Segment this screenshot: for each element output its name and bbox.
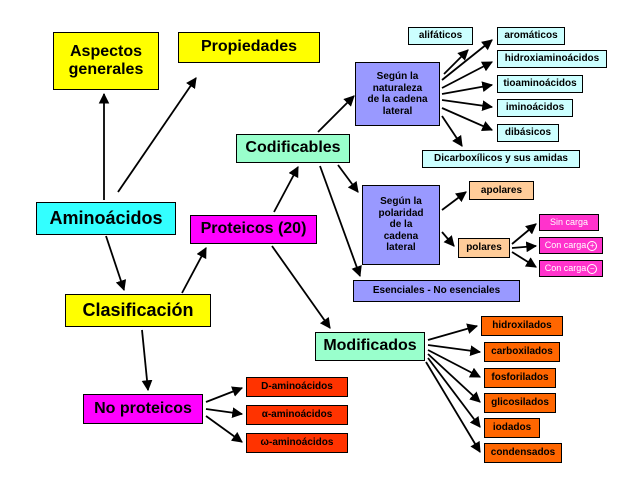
node-no-proteicos: No proteicos bbox=[83, 394, 203, 424]
arrow-naturaleza-to-dibasicos bbox=[441, 107, 493, 132]
node-sin-carga: Sin carga bbox=[539, 214, 599, 231]
arrow-no-proteicos-to-alpha bbox=[205, 407, 244, 419]
sin-carga-label: Sin carga bbox=[549, 217, 589, 228]
arrow-polaridad-to-polares bbox=[441, 231, 455, 247]
arrow-codificables-to-naturaleza bbox=[317, 95, 355, 133]
node-fosforilados: fosforilados bbox=[484, 368, 556, 388]
node-polaridad-cadena: Según la polaridad de la cadena lateral bbox=[362, 185, 440, 265]
minus-circle-icon: − bbox=[587, 263, 598, 274]
arrow-polares-to-con-carga-neg bbox=[511, 251, 537, 268]
node-polares: polares bbox=[458, 238, 510, 258]
arrow-modificados-to-iodados bbox=[427, 357, 481, 428]
node-glicosilados: glicosilados bbox=[484, 393, 556, 413]
node-naturaleza-cadena: Según la naturaleza de la cadena lateral bbox=[355, 62, 440, 126]
node-carboxilados: carboxilados bbox=[484, 342, 560, 362]
node-omega-aminoacidos: ω-aminoácidos bbox=[246, 433, 348, 453]
node-tioaminoacidos: tioaminoácidos bbox=[497, 75, 583, 93]
node-clasificacion: Clasificación bbox=[65, 294, 211, 327]
con-carga-neg-label: Con carga bbox=[544, 263, 587, 274]
node-alifaticos: alifáticos bbox=[408, 27, 473, 45]
arrow-modificados-to-fosforilados bbox=[427, 349, 481, 378]
arrow-codificables-to-polaridad bbox=[337, 164, 359, 193]
node-dibasicos: dibásicos bbox=[497, 124, 559, 142]
arrow-polaridad-to-apolares bbox=[441, 191, 467, 211]
arrow-proteicos-to-codificables bbox=[273, 166, 299, 213]
con-carga-pos-label: Con carga bbox=[544, 240, 587, 251]
arrow-naturaleza-to-alifaticos bbox=[443, 49, 469, 75]
arrow-naturaleza-to-dicarboxilicos bbox=[441, 115, 463, 147]
node-codificables: Codificables bbox=[236, 134, 350, 163]
node-hidroxiaminoacidos: hidroxiaminoácidos bbox=[497, 50, 607, 68]
node-alpha-aminoacidos: α-aminoácidos bbox=[246, 405, 348, 425]
plus-circle-icon: + bbox=[587, 240, 598, 251]
node-dicarboxilicos: Dicarboxílicos y sus amidas bbox=[422, 150, 580, 168]
arrow-naturaleza-to-tio bbox=[441, 81, 494, 95]
arrow-modificados-to-carboxilados bbox=[427, 344, 482, 357]
node-propiedades: Propiedades bbox=[178, 32, 320, 63]
arrow-proteicos-to-modificados bbox=[271, 245, 331, 329]
node-hidroxilados: hidroxilados bbox=[481, 316, 563, 336]
arrow-modificados-to-hidroxilados bbox=[427, 323, 479, 341]
arrow-no-proteicos-to-omega bbox=[205, 415, 243, 443]
arrow-aminoacidos-to-propiedades bbox=[117, 77, 197, 193]
arrow-no-proteicos-to-d bbox=[205, 386, 244, 403]
arrow-modificados-to-condensados bbox=[425, 361, 481, 453]
node-aromaticos: aromáticos bbox=[497, 27, 565, 45]
arrow-naturaleza-to-aromaticos bbox=[441, 39, 493, 81]
node-iminoacidos: iminoácidos bbox=[497, 99, 573, 117]
node-apolares: apolares bbox=[469, 181, 534, 200]
arrow-modificados-to-glicosilados bbox=[427, 353, 481, 403]
arrow-clasificacion-to-proteicos bbox=[181, 247, 207, 294]
arrow-naturaleza-to-hidroxi bbox=[441, 61, 493, 89]
node-iodados: iodados bbox=[484, 418, 540, 438]
node-d-aminoacidos: D-aminoácidos bbox=[246, 377, 348, 397]
node-modificados: Modificados bbox=[315, 332, 425, 361]
node-condensados: condensados bbox=[484, 443, 562, 463]
arrow-codificables-to-esenciales bbox=[319, 165, 362, 278]
arrow-clasificacion-to-no-proteicos bbox=[141, 329, 153, 392]
node-con-carga-negativa: Con carga− bbox=[539, 260, 603, 277]
node-aspectos-generales: Aspectos generales bbox=[53, 32, 159, 90]
arrow-polares-to-sin-carga bbox=[511, 223, 537, 245]
node-proteicos: Proteicos (20) bbox=[190, 215, 317, 244]
node-esenciales: Esenciales - No esenciales bbox=[353, 280, 520, 302]
arrow-polares-to-con-carga-pos bbox=[511, 241, 538, 253]
arrow-naturaleza-to-imino bbox=[441, 99, 494, 112]
arrow-aminoacidos-to-clasificacion bbox=[105, 235, 127, 292]
node-aminoacidos: Aminoácidos bbox=[36, 202, 176, 235]
node-con-carga-positiva: Con carga+ bbox=[539, 237, 603, 254]
